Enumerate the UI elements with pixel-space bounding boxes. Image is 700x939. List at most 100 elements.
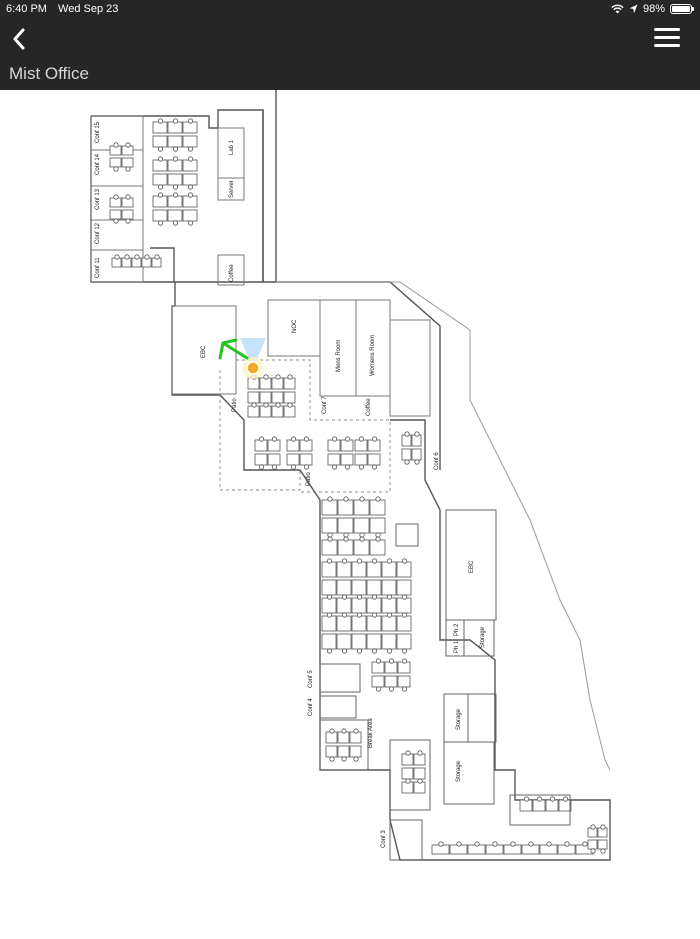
chair [523,796,530,802]
desk [109,157,122,168]
desk [351,579,367,596]
desk [337,539,354,556]
chair [144,254,150,260]
desk [353,499,370,516]
chair [600,848,606,854]
desk [247,391,260,404]
desk [321,597,337,614]
chair [125,142,131,148]
patio-dashed-area [219,359,391,493]
desk [381,579,397,596]
desk [353,539,370,556]
room-label-lab1: Lab 1 [229,139,235,155]
desk [167,121,183,134]
chair [331,436,338,442]
desk [167,173,183,186]
chair [331,464,338,470]
room-label-storage-c: Storage [456,760,462,782]
heading-arrow-icon [218,338,249,360]
desk [336,579,352,596]
desk [369,539,386,556]
desk [340,439,354,452]
desk [587,839,598,850]
chair [356,612,363,618]
desk [336,615,352,632]
desk [411,448,422,461]
room-label-conf14: Conf 14 [95,153,101,175]
desk [167,209,183,222]
desk [271,391,284,404]
chair [157,118,164,124]
chair [590,824,596,830]
room-label-server: Server [229,180,235,198]
desk [349,745,362,758]
chair [417,750,423,756]
desk [353,517,370,534]
chair [562,796,569,802]
chevron-left-icon [13,28,25,50]
chair [341,648,348,654]
chair [157,146,164,152]
chair [187,184,194,190]
menu-button[interactable] [654,28,680,50]
room-label-womens-room: Womens Room [370,335,376,376]
chair [187,192,194,198]
chair [417,778,423,784]
desk-cluster-upper [109,118,198,268]
room-label-conf11: Conf 11 [95,257,101,278]
chair [546,841,552,847]
desk [337,517,354,534]
desk-cluster-main [247,374,608,855]
chair [341,728,347,734]
chair [187,156,194,162]
desk [267,453,281,466]
desk [396,597,412,614]
desk [367,453,381,466]
chair [263,402,269,408]
desk [336,597,352,614]
chair [258,436,265,442]
floor-plan-svg[interactable]: Conf 15 Conf 14 Conf 13 Conf 12 Conf 11 … [0,90,700,934]
desk [167,135,183,148]
desk [321,615,337,632]
chair [157,192,164,198]
desk [401,767,414,780]
battery-icon [670,4,694,14]
desk [283,377,296,390]
heading-beam [240,338,266,368]
room-label-conf4: Conf 4 [308,698,314,716]
chair [375,658,382,664]
desk [396,633,412,650]
room-label-conf13: Conf 13 [95,188,101,210]
chair [114,254,120,260]
chair [536,796,543,802]
floor-map[interactable]: Conf 15 Conf 14 Conf 13 Conf 12 Conf 11 … [0,90,700,934]
room-label-ebc-top: EBC [201,345,207,358]
desk [321,561,337,578]
chair [154,254,160,260]
chair [456,841,462,847]
chair [356,558,363,564]
chair [326,594,333,600]
room-label-mens-room: Mens Room [336,340,342,372]
desk [354,453,368,466]
back-button[interactable] [6,24,32,54]
chair [326,558,333,564]
desk [384,661,398,674]
desk [397,675,411,688]
chair [113,166,119,172]
chair [326,648,333,654]
desk [254,453,268,466]
desk [325,731,338,744]
chair [388,658,395,664]
room-label-conf3: Conf 3 [381,830,387,848]
hamburger-line [654,36,680,39]
room-label-storage-b: Storage [456,708,462,730]
room-label-coffee-mid: Coffee [366,398,372,416]
chair [157,184,164,190]
chair [290,464,297,470]
room-label-ph2: Ph 2 [454,623,460,636]
user-location-marker[interactable] [218,338,266,379]
chair [125,166,131,172]
chair [344,436,351,442]
